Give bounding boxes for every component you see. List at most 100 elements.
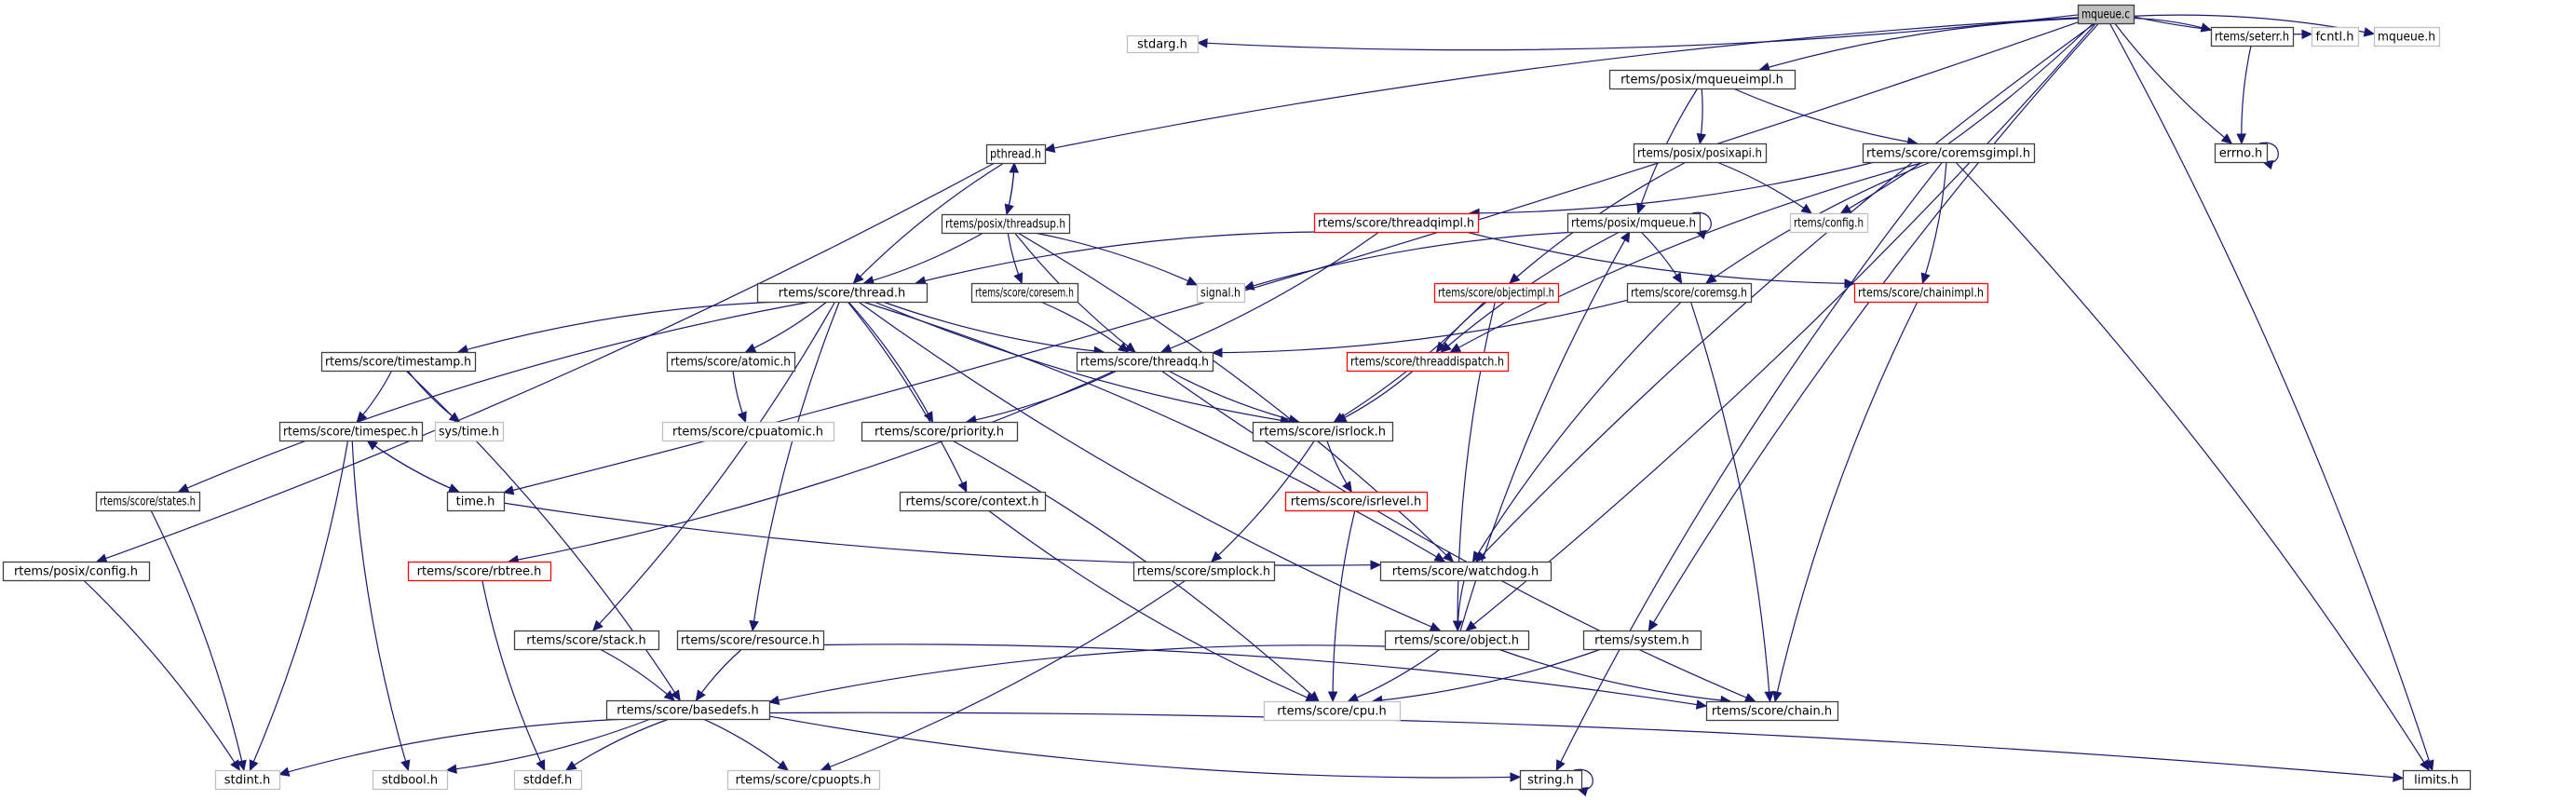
node-rtems-score-states-h[interactable]: rtems/score/states.h [95, 491, 201, 512]
edge-rtems-posix-mqueueimpl-h-to-rtems-score-coremsgimpl-h [1732, 88, 1918, 147]
node-label: string.h [1527, 774, 1574, 788]
edge-rtems-score-basedefs-h-to-rtems-score-cpuopts-h [702, 718, 789, 771]
node-rtems-score-thread-h[interactable]: rtems/score/thread.h [756, 282, 929, 304]
edge-line [1040, 301, 1129, 353]
node-box [1633, 142, 1768, 164]
edge-line [457, 301, 782, 353]
edge-rtems-score-threadq-h-to-rtems-score-isrlock-h [1168, 370, 1300, 425]
node-limits-h[interactable]: limits.h [2402, 769, 2472, 791]
node-rtems-system-h[interactable]: rtems/system.h [1582, 630, 1702, 651]
node-rtems-score-timespec-h[interactable]: rtems/score/timespec.h [278, 421, 424, 442]
edge-rtems-posix-threadsup-h-to-rtems-score-thread-h [862, 232, 984, 286]
node-label: stdint.h [224, 774, 270, 788]
node-mqueue-c[interactable]: mqueue.c [2077, 4, 2135, 25]
node-string-h[interactable]: string.h [1519, 769, 1583, 791]
node-box [2373, 26, 2441, 47]
node-box [513, 769, 583, 791]
edge-line [367, 440, 459, 493]
node-rtems-score-coremsgimpl-h[interactable]: rtems/score/coremsgimpl.h [1862, 142, 2036, 164]
edge-rtems-score-object-h-to-rtems-score-cpu-h [1347, 648, 1441, 702]
node-box [1853, 282, 1989, 304]
edge-line [915, 231, 1322, 284]
node-stdbool-h: stdbool.h [372, 769, 449, 791]
node-label: rtems/score/isrlevel.h [1291, 495, 1422, 509]
node-rtems-score-rbtree-h[interactable]: rtems/score/rbtree.h [407, 561, 552, 582]
arrowhead-icon [1009, 161, 1020, 173]
edge-line [1348, 648, 1441, 702]
node-rtems-score-objectimpl-h[interactable]: rtems/score/objectimpl.h [1433, 282, 1560, 304]
node-rtems-score-atomic-h[interactable]: rtems/score/atomic.h [666, 351, 796, 373]
edge-rtems-posix-mqueue-h-to-rtems-score-coremsg-h [1640, 231, 1683, 285]
node-rtems-posix-mqueue-h[interactable]: rtems/posix/mqueue.h [1566, 212, 1702, 234]
edge-rtems-score-coremsgimpl-h-to-string-h [1555, 161, 1944, 772]
edge-rtems-score-timestamp-h-to-rtems-score-timespec-h [356, 370, 393, 423]
arrowhead-icon [1211, 550, 1223, 563]
edge-rtems-score-isrlock-h-to-rtems-score-smplock-h [1211, 440, 1316, 563]
node-rtems-seterr-h[interactable]: rtems/seterr.h [2210, 26, 2295, 47]
node-label: rtems/score/rbtree.h [417, 565, 542, 579]
node-box [372, 769, 449, 791]
nodes-layer: mqueue.cstdarg.hrtems/posix/mqueueimpl.h… [2, 4, 2472, 791]
node-label: sys/time.h [439, 426, 499, 440]
arrowhead-icon [777, 760, 789, 771]
arrowhead-icon [1620, 230, 1631, 243]
node-rtems-score-coremsg-h[interactable]: rtems/score/coremsg.h [1626, 282, 1753, 304]
node-label: rtems/score/threaddispatch.h [1350, 356, 1504, 370]
node-box [95, 491, 201, 512]
edge-mqueue-c-to-rtems-score-object-h [1465, 22, 2097, 631]
node-label: rtems/score/threadqimpl.h [1318, 217, 1474, 231]
node-label: rtems/config.h [1794, 217, 1864, 231]
edge-line [966, 370, 1118, 423]
edge-rtems-score-coremsgimpl-h-to-rtems-score-chainimpl-h [1920, 161, 1947, 285]
node-rtems-score-timestamp-h[interactable]: rtems/score/timestamp.h [320, 351, 477, 373]
node-label: signal.h [1200, 287, 1241, 301]
arrowhead-icon [2200, 22, 2213, 33]
arrowhead-icon [230, 759, 240, 772]
node-rtems-score-threadq-h[interactable]: rtems/score/threadq.h [1076, 351, 1214, 373]
node-errno-h[interactable]: errno.h [2214, 142, 2269, 164]
node-rtems-posix-posixapi-h[interactable]: rtems/posix/posixapi.h [1633, 142, 1768, 164]
node-rtems-score-chain-h[interactable]: rtems/score/chain.h [1705, 700, 1839, 722]
edge-rtems-score-coremsg-h-to-rtems-score-watchdog-h [1471, 301, 1682, 563]
edge-line [1211, 440, 1316, 563]
node-box [407, 561, 552, 582]
node-box [970, 282, 1079, 304]
node-rtems-score-resource-h[interactable]: rtems/score/resource.h [676, 630, 825, 651]
edge-rtems-score-timestamp-h-to-rtems-score-basedefs-h [405, 370, 681, 702]
arrowhead-icon [1772, 690, 1783, 703]
arrowhead-icon [1672, 272, 1683, 285]
node-label: rtems/score/chain.h [1712, 705, 1832, 719]
node-rtems-score-stack-h[interactable]: rtems/score/stack.h [513, 630, 660, 651]
arrowhead-icon [1555, 759, 1566, 772]
node-box [1433, 282, 1560, 304]
node-rtems-posix-mqueueimpl-h[interactable]: rtems/posix/mqueueimpl.h [1608, 69, 1796, 90]
node-rtems-score-object-h[interactable]: rtems/score/object.h [1384, 630, 1530, 651]
node-rtems-score-threadqimpl-h[interactable]: rtems/score/threadqimpl.h [1313, 212, 1480, 234]
node-rtems-score-chainimpl-h[interactable]: rtems/score/chainimpl.h [1853, 282, 1989, 304]
node-rtems-score-coresem-h[interactable]: rtems/score/coresem.h [970, 282, 1079, 304]
node-rtems-score-threaddispatch-h[interactable]: rtems/score/threaddispatch.h [1346, 351, 1510, 373]
node-box [1566, 212, 1702, 234]
node-rtems-posix-config-h[interactable]: rtems/posix/config.h [2, 561, 151, 582]
node-pthread-h[interactable]: pthread.h [985, 143, 1047, 165]
edge-line [278, 718, 630, 776]
node-rtems-score-cpuatomic-h: rtems/score/cpuatomic.h [661, 421, 835, 442]
node-rtems-score-isrlock-h[interactable]: rtems/score/isrlock.h [1252, 421, 1394, 442]
node-time-h[interactable]: time.h [446, 491, 506, 512]
node-label: rtems/score/thread.h [779, 287, 906, 301]
edge-rtems-score-coremsgimpl-h-to-limits-h [1955, 161, 2430, 772]
arrowhead-icon [1335, 413, 1348, 423]
arrowhead-icon [1844, 278, 1856, 289]
node-rtems-score-priority-h[interactable]: rtems/score/priority.h [861, 421, 1019, 442]
node-rtems-config-h: rtems/config.h [1789, 212, 1869, 234]
edge-rtems-score-timespec-h-to-time-h [367, 440, 460, 493]
edge-rtems-score-basedefs-h-to-string-h [768, 715, 1522, 782]
arrowhead-icon [1743, 693, 1756, 702]
edge-rtems-score-rbtree-h-to-stddef-h [481, 579, 546, 772]
node-rtems-posix-threadsup-h[interactable]: rtems/posix/threadsup.h [941, 213, 1071, 235]
node-rtems-score-basedefs-h[interactable]: rtems/score/basedefs.h [605, 699, 771, 721]
node-rtems-score-context-h[interactable]: rtems/score/context.h [899, 491, 1047, 512]
node-rtems-score-smplock-h[interactable]: rtems/score/smplock.h [1132, 561, 1276, 582]
node-rtems-score-isrlevel-h[interactable]: rtems/score/isrlevel.h [1284, 491, 1429, 512]
node-rtems-score-watchdog-h[interactable]: rtems/score/watchdog.h [1379, 561, 1552, 582]
